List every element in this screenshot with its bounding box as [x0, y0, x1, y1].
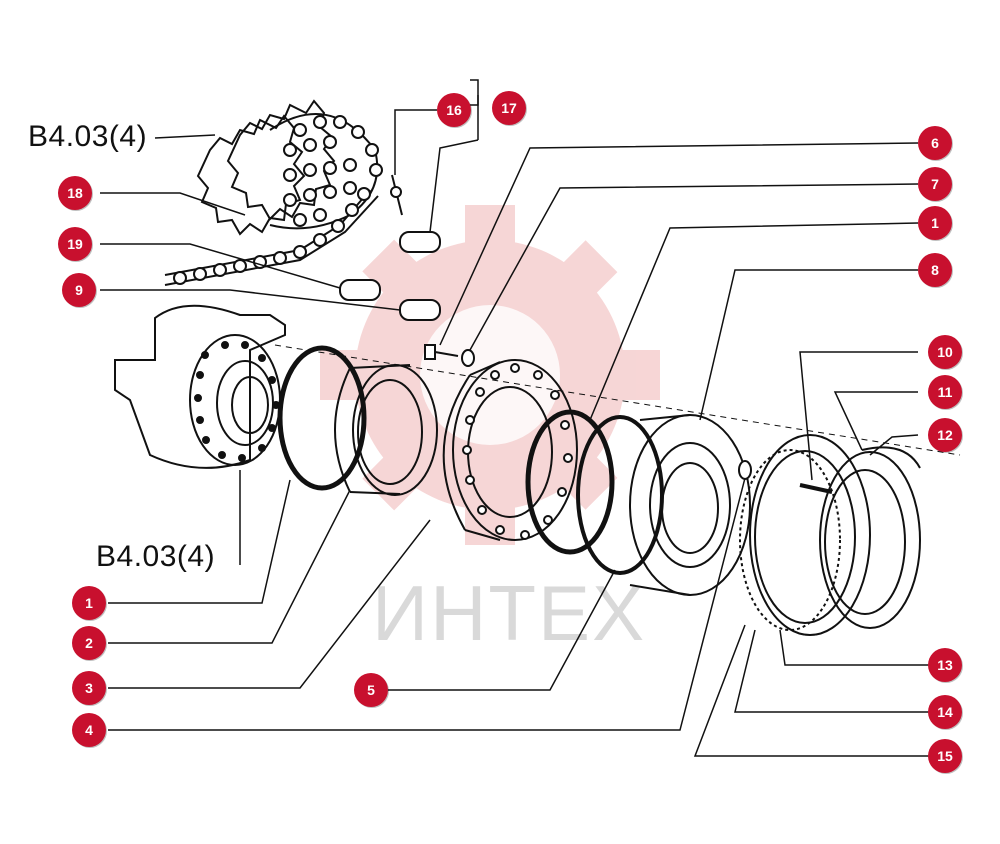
- o-ring-left-drawing: [277, 345, 367, 491]
- cover-ring-drawing: [819, 446, 921, 629]
- callout-1-left: 1: [72, 586, 106, 620]
- callout-3: 3: [72, 671, 106, 705]
- callout-9: 9: [62, 273, 96, 307]
- callout-18: 18: [58, 176, 92, 210]
- watermark-text: ИНТЕХ: [372, 569, 647, 657]
- hub-housing-drawing: [114, 304, 286, 469]
- seal-drawing: [576, 415, 664, 575]
- callout-10: 10: [928, 335, 962, 369]
- sprocket-drawing: [196, 99, 336, 236]
- leader-lines: [100, 79, 934, 757]
- callout-5: 5: [354, 673, 388, 707]
- callout-6: 6: [918, 126, 952, 160]
- callout-8: 8: [918, 253, 952, 287]
- connecting-links-drawing: [339, 174, 441, 321]
- callout-15: 15: [928, 739, 962, 773]
- bearing-carrier-drawing: [629, 414, 751, 596]
- callout-13: 13: [928, 648, 962, 682]
- callout-16: 16: [437, 93, 471, 127]
- sleeve-drawing: [334, 364, 438, 496]
- bolt-washer-drawing: [424, 344, 475, 367]
- callout-1-right: 1: [918, 206, 952, 240]
- stud-drawing: [799, 483, 833, 494]
- callout-12: 12: [928, 418, 962, 452]
- callout-14: 14: [928, 695, 962, 729]
- callout-7: 7: [918, 167, 952, 201]
- drum-drawing: [442, 359, 578, 541]
- callout-4: 4: [72, 713, 106, 747]
- small-washer-drawing: [738, 460, 752, 480]
- toothed-ring-drawing: [739, 434, 871, 636]
- reference-label-bottom: B4.03(4): [96, 540, 216, 573]
- callout-11: 11: [928, 375, 962, 409]
- callout-19: 19: [58, 227, 92, 261]
- callout-17: 17: [492, 91, 526, 125]
- reference-label-top: B4.03(4): [28, 120, 148, 153]
- o-ring-right-drawing: [525, 409, 615, 555]
- callout-2: 2: [72, 626, 106, 660]
- chain-drawing: [164, 113, 383, 286]
